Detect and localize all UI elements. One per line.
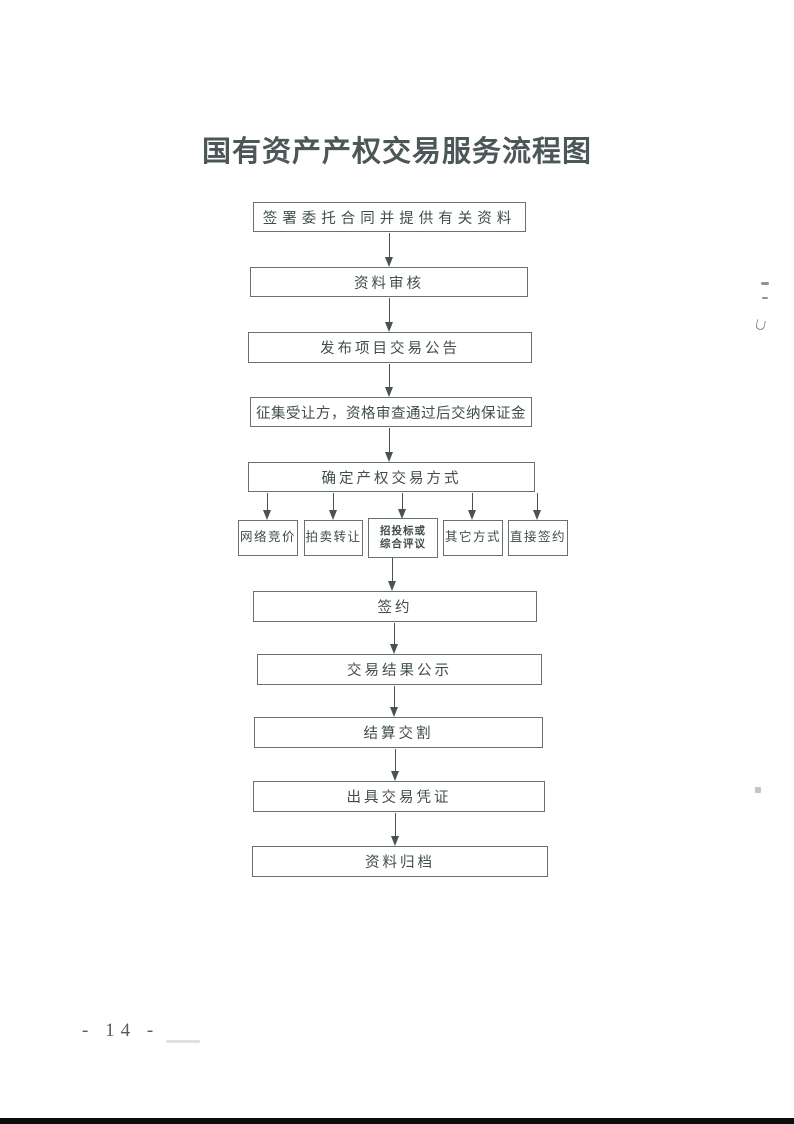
branch-label: 直接签约 (509, 530, 566, 545)
arrow-down-icon (388, 558, 397, 591)
scan-speck (755, 787, 761, 793)
branch-label-line2: 综合评议 (380, 539, 426, 550)
flow-step-result-publicity: 交易结果公示 (257, 654, 542, 685)
flow-step-label: 签约 (377, 600, 413, 616)
branch-online-bidding: 网络竞价 (238, 520, 298, 556)
flow-step-label: 结算交割 (363, 726, 434, 742)
flow-step-sign-entrust-contract: 签署委托合同并提供有关资料 (253, 202, 526, 232)
branch-label: 网络竞价 (239, 530, 296, 545)
flow-step-material-review: 资料审核 (250, 267, 528, 297)
flow-step-label: 签署委托合同并提供有关资料 (262, 210, 517, 227)
flow-step-archive: 资料归档 (252, 846, 548, 877)
scan-speck (755, 319, 766, 331)
flow-step-label: 出具交易凭证 (346, 790, 452, 806)
scan-speck (762, 297, 768, 299)
arrow-down-icon (468, 493, 477, 520)
branch-label-line1: 招投标或 (380, 525, 426, 537)
flow-step-issue-voucher: 出具交易凭证 (253, 781, 545, 812)
branch-tender-or-evaluation: 招投标或 综合评议 (368, 518, 438, 558)
flow-step-label: 发布项目交易公告 (320, 341, 460, 357)
branch-label: 拍卖转让 (305, 530, 362, 545)
flow-step-settlement-delivery: 结算交割 (254, 717, 543, 748)
arrow-down-icon (263, 493, 272, 520)
flow-step-signing: 签约 (253, 591, 537, 622)
arrow-down-icon (391, 813, 400, 846)
branch-auction-transfer: 拍卖转让 (304, 520, 363, 556)
scan-smudge (166, 1040, 200, 1043)
flow-step-publish-announcement: 发布项目交易公告 (248, 332, 532, 363)
scan-edge-bar (0, 1118, 794, 1124)
flow-step-label: 资料审核 (354, 275, 424, 292)
arrow-down-icon (390, 623, 399, 654)
branch-label: 其它方式 (444, 530, 501, 545)
arrow-down-icon (533, 493, 542, 520)
arrow-down-icon (385, 364, 394, 397)
page-number: - 14 - (82, 1020, 160, 1041)
branch-direct-signing: 直接签约 (508, 520, 568, 556)
arrow-down-icon (385, 233, 394, 267)
arrow-down-icon (385, 428, 394, 462)
arrow-down-icon (391, 749, 400, 781)
flow-step-label: 资料归档 (365, 855, 435, 871)
arrow-down-icon (398, 493, 407, 519)
flow-step-solicit-transferees: 征集受让方，资格审查通过后交纳保证金 (250, 397, 532, 427)
flow-step-label: 征集受让方，资格审查通过后交纳保证金 (256, 405, 526, 422)
arrow-down-icon (329, 493, 338, 520)
branch-other-methods: 其它方式 (443, 520, 503, 556)
flow-step-determine-method: 确定产权交易方式 (248, 462, 535, 492)
flow-step-label: 确定产权交易方式 (321, 470, 462, 487)
arrow-down-icon (390, 686, 399, 717)
scan-speck (761, 282, 769, 285)
arrow-down-icon (385, 298, 394, 332)
flow-step-label: 交易结果公示 (347, 663, 452, 679)
page-title: 国有资产产权交易服务流程图 (201, 136, 592, 168)
